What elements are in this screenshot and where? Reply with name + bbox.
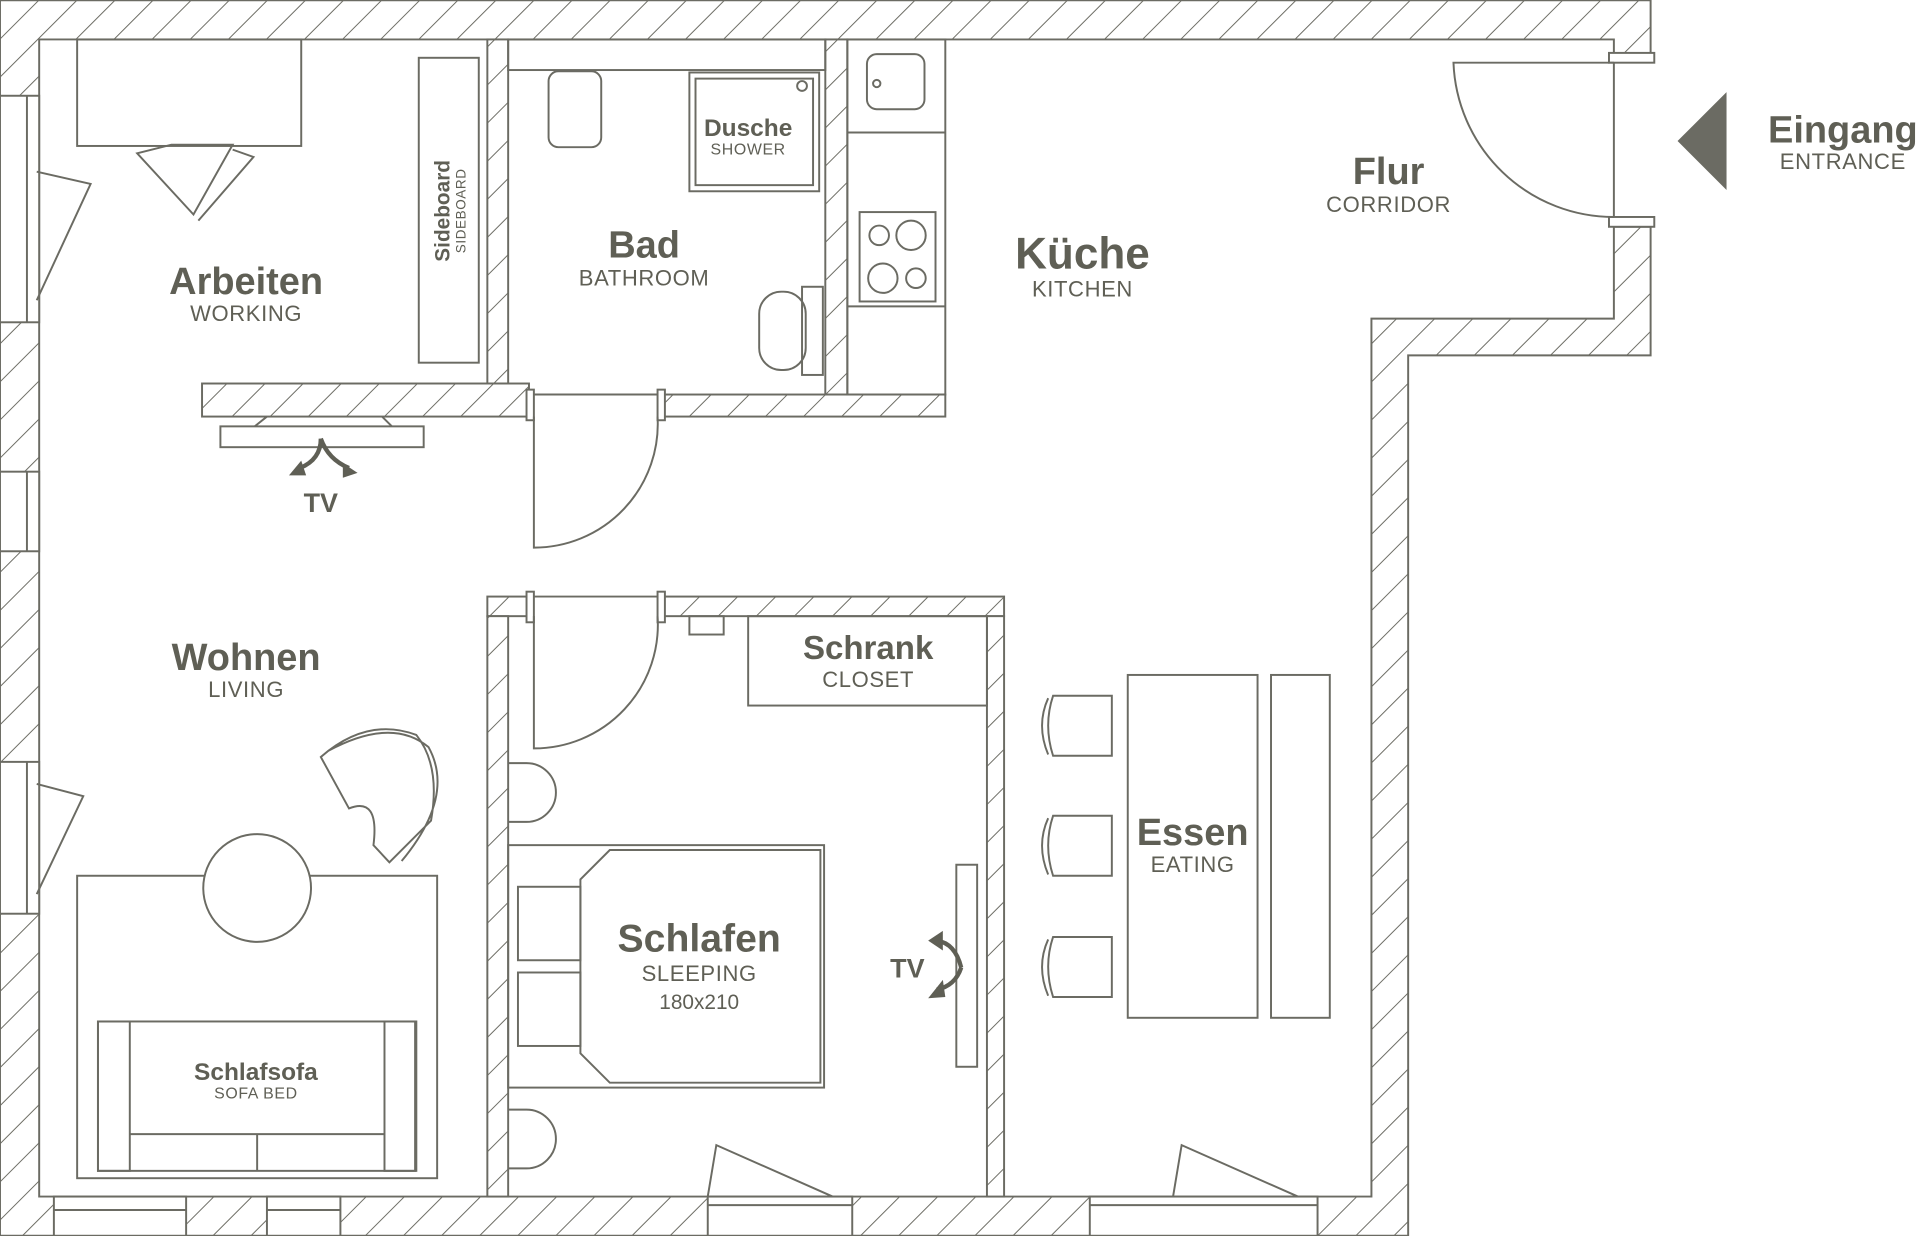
sideboard-label: Sideboard — [431, 160, 454, 262]
tv-label-living: TV — [304, 488, 338, 518]
windows — [0, 94, 1319, 1236]
room-label-schlafen: Schlafen — [618, 918, 781, 961]
dining-table — [1126, 673, 1259, 1019]
tv-stand — [219, 425, 425, 449]
doors — [525, 51, 1656, 750]
room-sub-kueche: KITCHEN — [1032, 277, 1133, 302]
room-label-flur: Flur — [1353, 151, 1425, 193]
kitchen-counter — [846, 38, 947, 396]
room-label-dusche: Dusche — [704, 115, 792, 142]
tv-stand-bedroom — [955, 863, 979, 1068]
label-eingang: Eingang — [1768, 109, 1918, 151]
entrance-arrow-icon — [1677, 92, 1727, 191]
room-label-arbeiten: Arbeiten — [169, 261, 323, 303]
bed — [507, 844, 826, 1089]
room-sub-arbeiten: WORKING — [190, 301, 302, 326]
sideboard-sub: SIDEBOARD — [453, 168, 468, 253]
sink — [758, 290, 807, 372]
desk-chair — [135, 143, 256, 222]
sub-schlafsofa: SOFA BED — [214, 1086, 298, 1103]
room-sub-schlafen: SLEEPING — [642, 961, 757, 986]
room-label-essen: Essen — [1137, 812, 1249, 854]
toilet — [547, 70, 603, 149]
armchair — [319, 728, 439, 864]
bench — [1270, 673, 1331, 1019]
chair — [1041, 936, 1113, 998]
sub-schrank: CLOSET — [822, 667, 914, 692]
coffee-table — [202, 833, 312, 943]
closet — [747, 615, 988, 707]
room-label-bad: Bad — [608, 224, 680, 266]
room-sub-flur: CORRIDOR — [1326, 192, 1451, 217]
furniture — [76, 38, 1331, 1180]
sub-eingang: ENTRANCE — [1780, 149, 1906, 174]
tv-rotate-icon — [288, 437, 964, 999]
chair — [1041, 814, 1113, 877]
sideboard — [417, 56, 480, 364]
room-label-kueche: Küche — [1015, 229, 1150, 278]
room-sub-wohnen: LIVING — [208, 677, 284, 702]
room-sub-essen: EATING — [1151, 852, 1235, 877]
stove — [858, 211, 937, 303]
room-label-wohnen: Wohnen — [172, 637, 321, 679]
room-sub-dusche: SHOWER — [711, 142, 786, 159]
tv-label-bedroom: TV — [890, 953, 924, 983]
walls — [0, 0, 1652, 1236]
label-schlafsofa: Schlafsofa — [194, 1059, 318, 1086]
room-sub-bad: BATHROOM — [579, 266, 710, 291]
chair — [1041, 694, 1113, 757]
label-schrank: Schrank — [803, 630, 934, 667]
desk — [76, 38, 303, 147]
bed-size: 180x210 — [659, 991, 739, 1014]
shower — [688, 71, 821, 193]
